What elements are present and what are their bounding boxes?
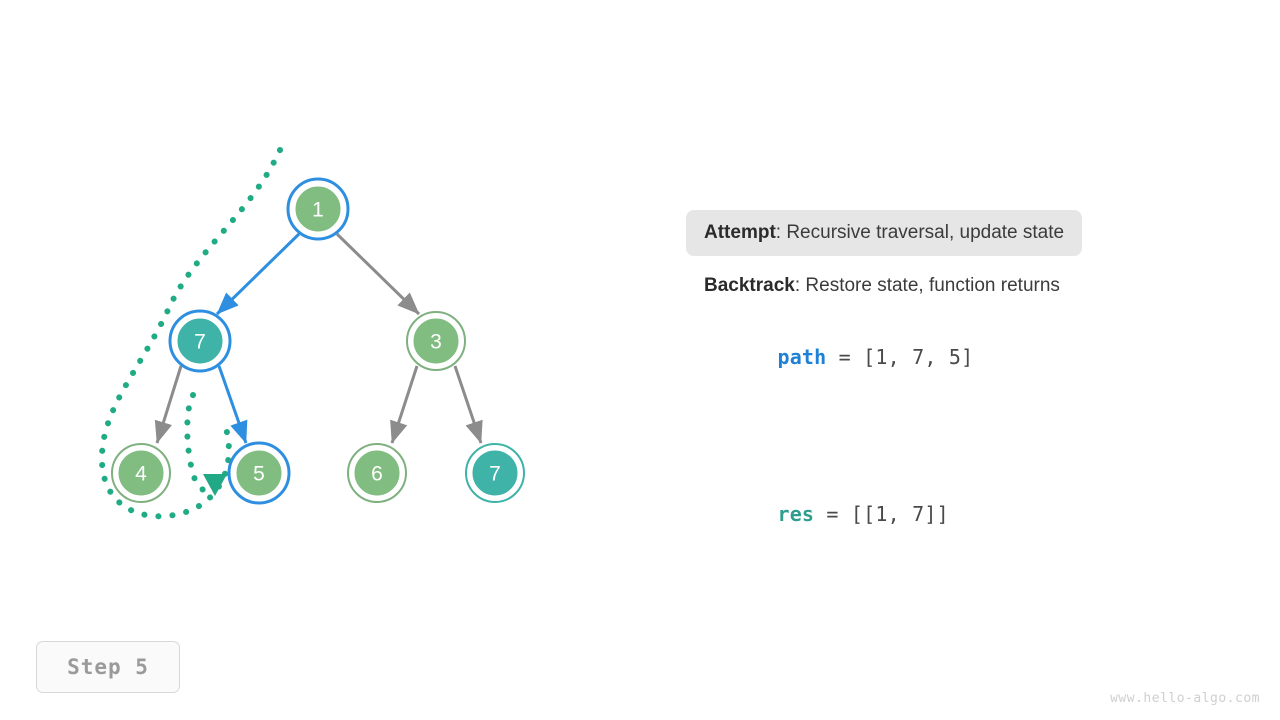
path-value: = [1, 7, 5] — [826, 345, 974, 369]
node-7-right-outer-ring — [465, 443, 525, 503]
node-1-highlight-ring — [286, 177, 350, 241]
backtrack-label: Backtrack — [704, 275, 795, 296]
attempt-text: : Recursive traversal, update state — [775, 222, 1065, 243]
edge-1-to-7 — [215, 232, 301, 316]
edge-3-to-7 — [453, 365, 483, 444]
res-value: = [[1, 7]] — [814, 502, 949, 526]
node-7-left-circle — [174, 315, 226, 367]
attempt-description: Attempt: Recursive traversal, update sta… — [686, 210, 1083, 256]
path-keyword: path — [777, 345, 827, 369]
node-5-highlight-ring — [227, 441, 291, 505]
backtrack-arrowhead-icon — [203, 474, 227, 496]
backtrack-dotted-path — [98, 147, 283, 520]
path-variable-row: path = [1, 7, 5] — [686, 321, 1246, 393]
edge-7-to-4 — [154, 365, 183, 444]
node-3-outer-ring — [406, 311, 466, 371]
tree-node-3[interactable]: 3 — [406, 311, 466, 371]
watermark-text: www.hello-algo.com — [1110, 691, 1260, 706]
tree-node-7-left[interactable]: 7 — [168, 309, 232, 373]
node-7-right-circle — [469, 447, 521, 499]
node-6-circle — [351, 447, 403, 499]
attempt-label: Attempt — [704, 222, 776, 243]
tree-node-5[interactable]: 5 — [227, 441, 291, 505]
backtrack-text: : Restore state, function returns — [794, 275, 1060, 296]
res-keyword: res — [777, 502, 815, 526]
edge-3-to-6 — [390, 365, 419, 444]
node-5-circle — [233, 447, 285, 499]
tree-edges — [154, 232, 483, 444]
node-6-outer-ring — [347, 443, 407, 503]
tree-node-7-right[interactable]: 7 — [465, 443, 525, 503]
edge-7-to-5 — [217, 365, 248, 444]
node-1-circle — [292, 183, 344, 235]
watermark: www.hello-algo.com — [1110, 691, 1260, 706]
edge-1-to-3 — [335, 232, 421, 316]
node-4-outer-ring — [111, 443, 171, 503]
tree-node-6[interactable]: 6 — [347, 443, 407, 503]
node-7-left-highlight-ring — [168, 309, 232, 373]
node-4-circle — [115, 447, 167, 499]
tree-node-4[interactable]: 4 — [111, 443, 171, 503]
binary-tree-diagram: 1 7 3 4 5 6 — [98, 147, 525, 520]
res-variable-row: res = [[1, 7]] — [686, 478, 1246, 550]
backtrack-description: Backtrack: Restore state, function retur… — [686, 276, 1246, 295]
step-badge-label: Step 5 — [67, 655, 149, 679]
tree-node-1[interactable]: 1 — [286, 177, 350, 241]
step-badge: Step 5 — [36, 641, 180, 693]
explanation-panel: Attempt: Recursive traversal, update sta… — [686, 210, 1246, 550]
node-3-circle — [410, 315, 462, 367]
